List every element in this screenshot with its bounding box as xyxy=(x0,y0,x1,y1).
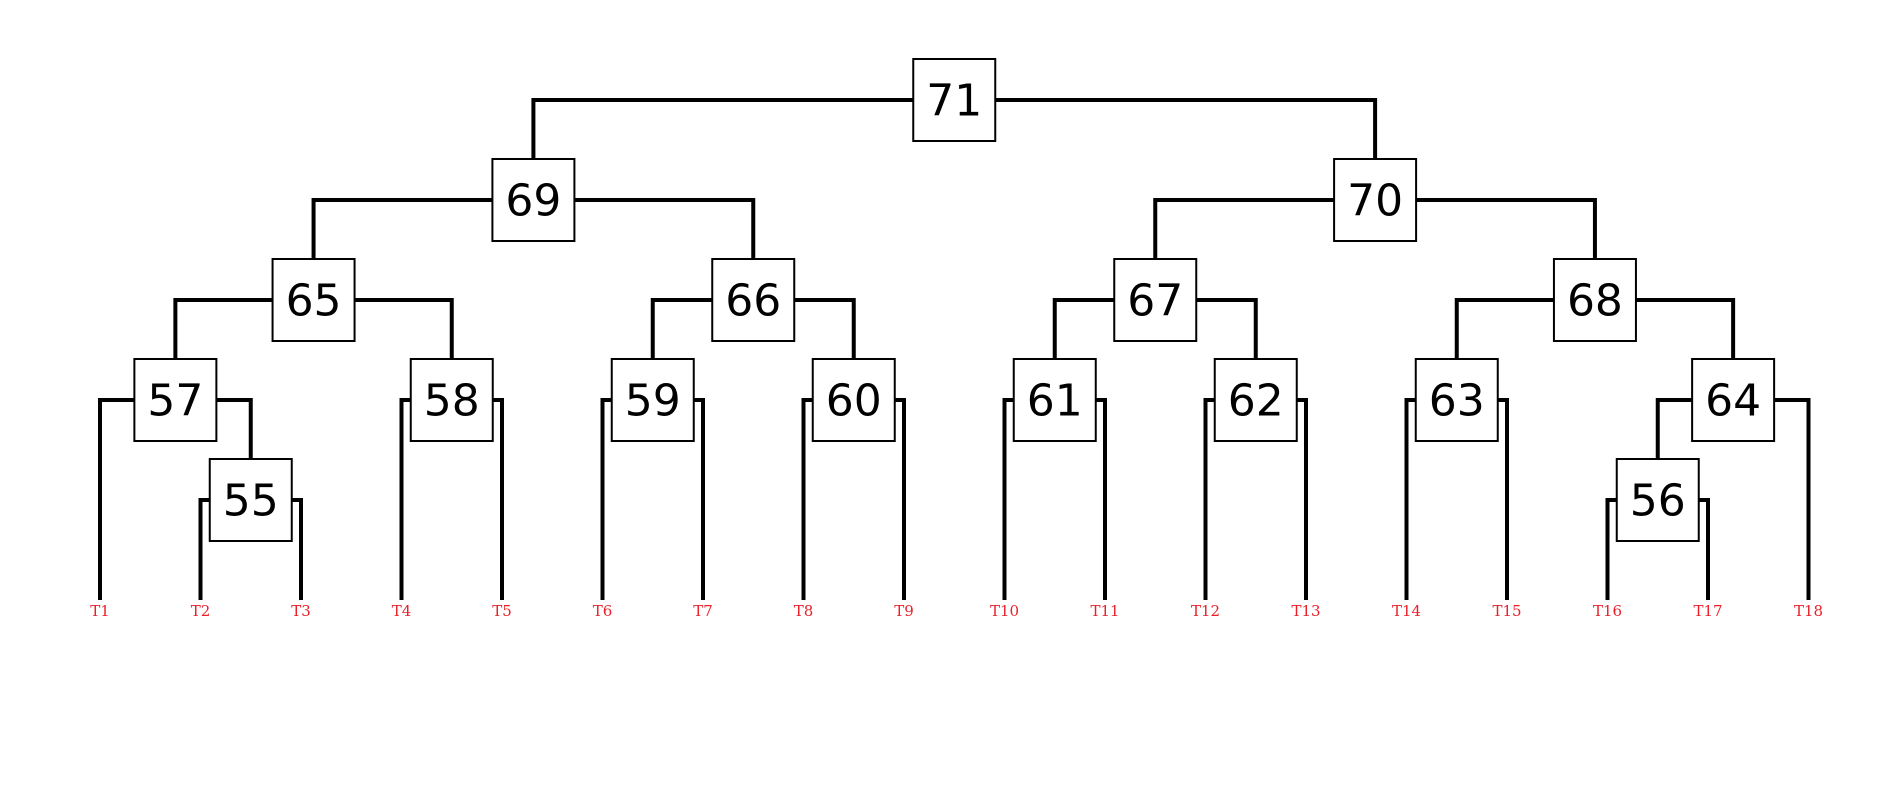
node-label: 69 xyxy=(505,176,561,227)
leaf-label-T16: T16 xyxy=(1593,602,1622,620)
leaf-label-T6: T6 xyxy=(593,602,613,620)
node-62: 62 xyxy=(1213,358,1298,442)
node-69: 69 xyxy=(491,158,576,242)
node-label: 56 xyxy=(1630,476,1686,527)
node-box xyxy=(409,358,494,442)
node-64: 64 xyxy=(1691,358,1776,442)
node-box xyxy=(1552,258,1637,342)
node-box xyxy=(491,158,576,242)
leaf-label-T13: T13 xyxy=(1291,602,1320,620)
node-box xyxy=(133,358,218,442)
leaf-label-T14: T14 xyxy=(1392,602,1421,620)
leaf-label-T9: T9 xyxy=(894,602,914,620)
leaf-label-T5: T5 xyxy=(492,602,512,620)
node-box xyxy=(1414,358,1499,442)
edges-layer xyxy=(98,98,1811,600)
node-label: 61 xyxy=(1027,376,1083,427)
node-55: 55 xyxy=(208,458,293,542)
leaf-label-T18: T18 xyxy=(1794,602,1823,620)
node-56: 56 xyxy=(1615,458,1700,542)
node-box xyxy=(912,58,997,142)
node-63: 63 xyxy=(1414,358,1499,442)
node-label: 71 xyxy=(926,76,982,127)
node-box xyxy=(271,258,356,342)
node-label: 62 xyxy=(1228,376,1284,427)
node-label: 68 xyxy=(1567,276,1623,327)
node-box xyxy=(208,458,293,542)
node-label: 70 xyxy=(1347,176,1403,227)
node-label: 63 xyxy=(1429,376,1485,427)
node-box xyxy=(1012,358,1097,442)
node-71: 71 xyxy=(912,58,997,142)
node-label: 55 xyxy=(223,476,279,527)
node-label: 64 xyxy=(1705,376,1761,427)
leaf-label-T7: T7 xyxy=(693,602,713,620)
leaf-label-T12: T12 xyxy=(1191,602,1220,620)
node-61: 61 xyxy=(1012,358,1097,442)
leaf-label-T1: T1 xyxy=(90,602,110,620)
edge-71-70 xyxy=(954,98,1378,200)
node-label: 66 xyxy=(725,276,781,327)
node-label: 60 xyxy=(826,376,882,427)
node-box xyxy=(811,358,896,442)
node-label: 67 xyxy=(1127,276,1183,327)
node-66: 66 xyxy=(711,258,796,342)
node-box xyxy=(610,358,695,442)
node-65: 65 xyxy=(271,258,356,342)
node-70: 70 xyxy=(1333,158,1418,242)
node-box xyxy=(1615,458,1700,542)
leaf-label-T4: T4 xyxy=(392,602,412,620)
node-59: 59 xyxy=(610,358,695,442)
leaf-label-T11: T11 xyxy=(1090,602,1119,620)
nodes-layer: 55 56 57 58 59 60 61 62 63 64 65 66 67 68 69 70 71 xyxy=(133,58,1776,542)
node-label: 59 xyxy=(625,376,681,427)
node-label: 58 xyxy=(424,376,480,427)
leaf-label-T8: T8 xyxy=(794,602,814,620)
node-box xyxy=(1213,358,1298,442)
node-60: 60 xyxy=(811,358,896,442)
leaf-label-T15: T15 xyxy=(1492,602,1521,620)
node-label: 57 xyxy=(147,376,203,427)
edge-71-69 xyxy=(531,98,955,200)
leaf-label-T10: T10 xyxy=(990,602,1019,620)
node-box xyxy=(711,258,796,342)
leaf-label-T3: T3 xyxy=(291,602,311,620)
node-57: 57 xyxy=(133,358,218,442)
node-label: 65 xyxy=(286,276,342,327)
node-box xyxy=(1333,158,1418,242)
leaf-label-T17: T17 xyxy=(1693,602,1722,620)
node-58: 58 xyxy=(409,358,494,442)
node-67: 67 xyxy=(1113,258,1198,342)
node-68: 68 xyxy=(1552,258,1637,342)
node-box xyxy=(1691,358,1776,442)
leaf-label-T2: T2 xyxy=(191,602,211,620)
leaf-labels-layer: T1 T2 T3 T4 T5 T6 T7 T8 T9 T10 T11 T12 T13 T14 T15 T16 T… xyxy=(90,602,1823,620)
node-box xyxy=(1113,258,1198,342)
